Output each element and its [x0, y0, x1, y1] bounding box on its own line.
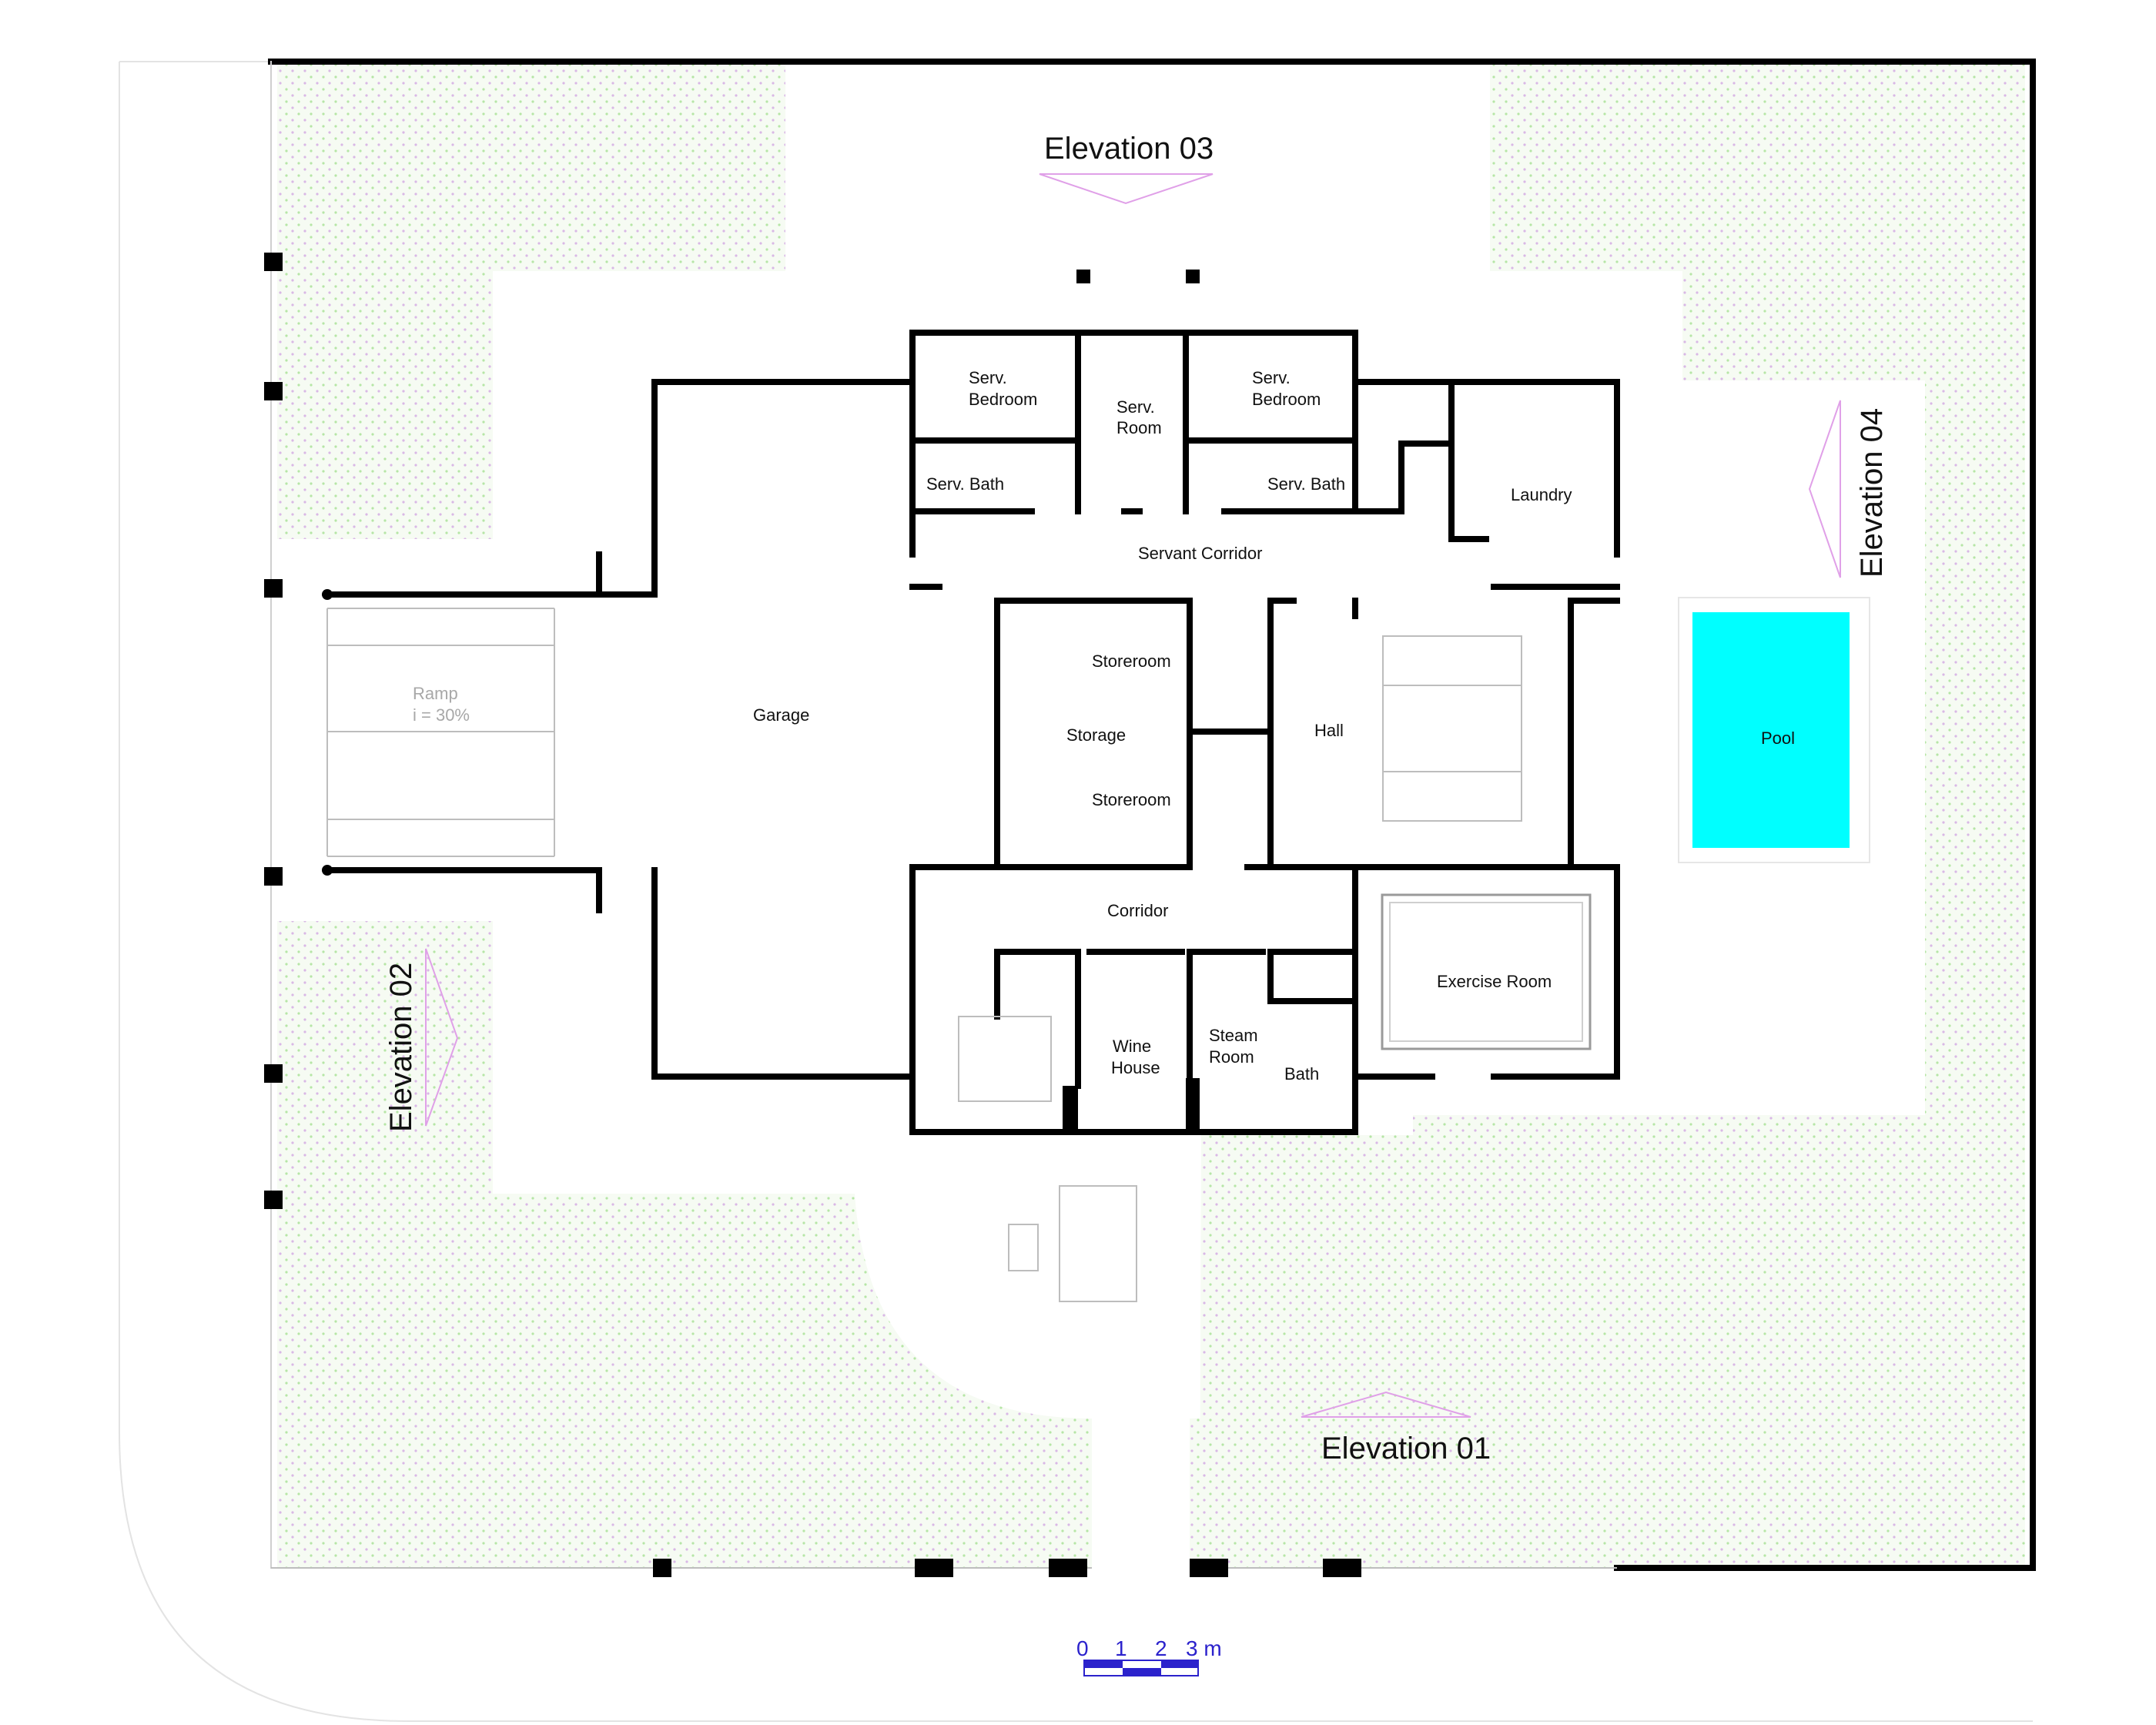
elevation-markers — [425, 173, 1841, 1418]
laundry-label: Laundry — [1511, 485, 1572, 504]
bath-label: Bath — [1284, 1064, 1319, 1084]
elevation-01-label: Elevation 01 — [1321, 1432, 1491, 1465]
serv-bedroom-right-label-1: Serv. — [1252, 368, 1291, 387]
wine-house-label-2: House — [1111, 1058, 1160, 1077]
pool — [1692, 612, 1850, 848]
scale-tick-0: 0 — [1076, 1636, 1089, 1660]
servant-corridor-label: Servant Corridor — [1138, 544, 1262, 563]
elevation-03-marker — [1039, 173, 1214, 205]
scale-tick-3: 3 m — [1186, 1636, 1222, 1660]
storeroom-bottom-label: Storeroom — [1092, 790, 1171, 809]
elevation-labels: Elevation 03 Elevation 01 Elevation 02 E… — [384, 132, 1889, 1465]
serv-bedroom-left-label-2: Bedroom — [969, 390, 1037, 409]
storeroom-top-label: Storeroom — [1092, 651, 1171, 671]
site-piers — [264, 253, 1361, 1577]
storage-label: Storage — [1066, 725, 1126, 745]
steam-room-label-2: Room — [1209, 1047, 1254, 1067]
serv-bedroom-right-label-2: Bedroom — [1252, 390, 1321, 409]
elevation-02-marker — [425, 948, 459, 1127]
elevation-01-marker — [1301, 1391, 1471, 1418]
scale-tick-1: 1 — [1115, 1636, 1127, 1660]
exercise-room-frame — [1381, 893, 1592, 1050]
ramp-slope-label: i = 30% — [413, 705, 470, 725]
garden-areas — [277, 65, 2025, 1568]
pool-label: Pool — [1761, 729, 1795, 748]
scale-tick-2: 2 — [1155, 1636, 1167, 1660]
site-walls — [268, 59, 2036, 1571]
site-boundary — [119, 61, 2033, 1722]
ramp — [322, 589, 602, 876]
corridor-label: Corridor — [1107, 901, 1168, 920]
pool-surround — [1678, 597, 1870, 863]
serv-room-label-1: Serv. — [1116, 397, 1155, 417]
exercise-room-label: Exercise Room — [1437, 972, 1552, 991]
wine-house-label-1: Wine — [1113, 1037, 1151, 1056]
serv-room-label-2: Room — [1116, 418, 1162, 437]
serv-bath-right-label: Serv. Bath — [1267, 474, 1345, 494]
serv-bedroom-left-label-1: Serv. — [969, 368, 1007, 387]
elevation-02-label: Elevation 02 — [384, 963, 418, 1132]
serv-bath-left-label: Serv. Bath — [926, 474, 1004, 494]
hall-label: Hall — [1314, 721, 1344, 740]
steam-room-label-1: Steam — [1209, 1026, 1258, 1045]
building-walls — [594, 330, 1620, 1135]
room-labels: Serv. Bedroom Serv. Room Serv. Bedroom S… — [413, 368, 1795, 1084]
elevation-03-label: Elevation 03 — [1044, 132, 1214, 166]
stairs — [958, 635, 1522, 1302]
scale-bar: 0 1 2 3 m — [1076, 1636, 1222, 1676]
elevation-04-marker — [1808, 400, 1841, 578]
ramp-label: Ramp — [413, 684, 458, 703]
garage-label: Garage — [753, 705, 809, 725]
elevation-04-label: Elevation 04 — [1855, 408, 1889, 578]
